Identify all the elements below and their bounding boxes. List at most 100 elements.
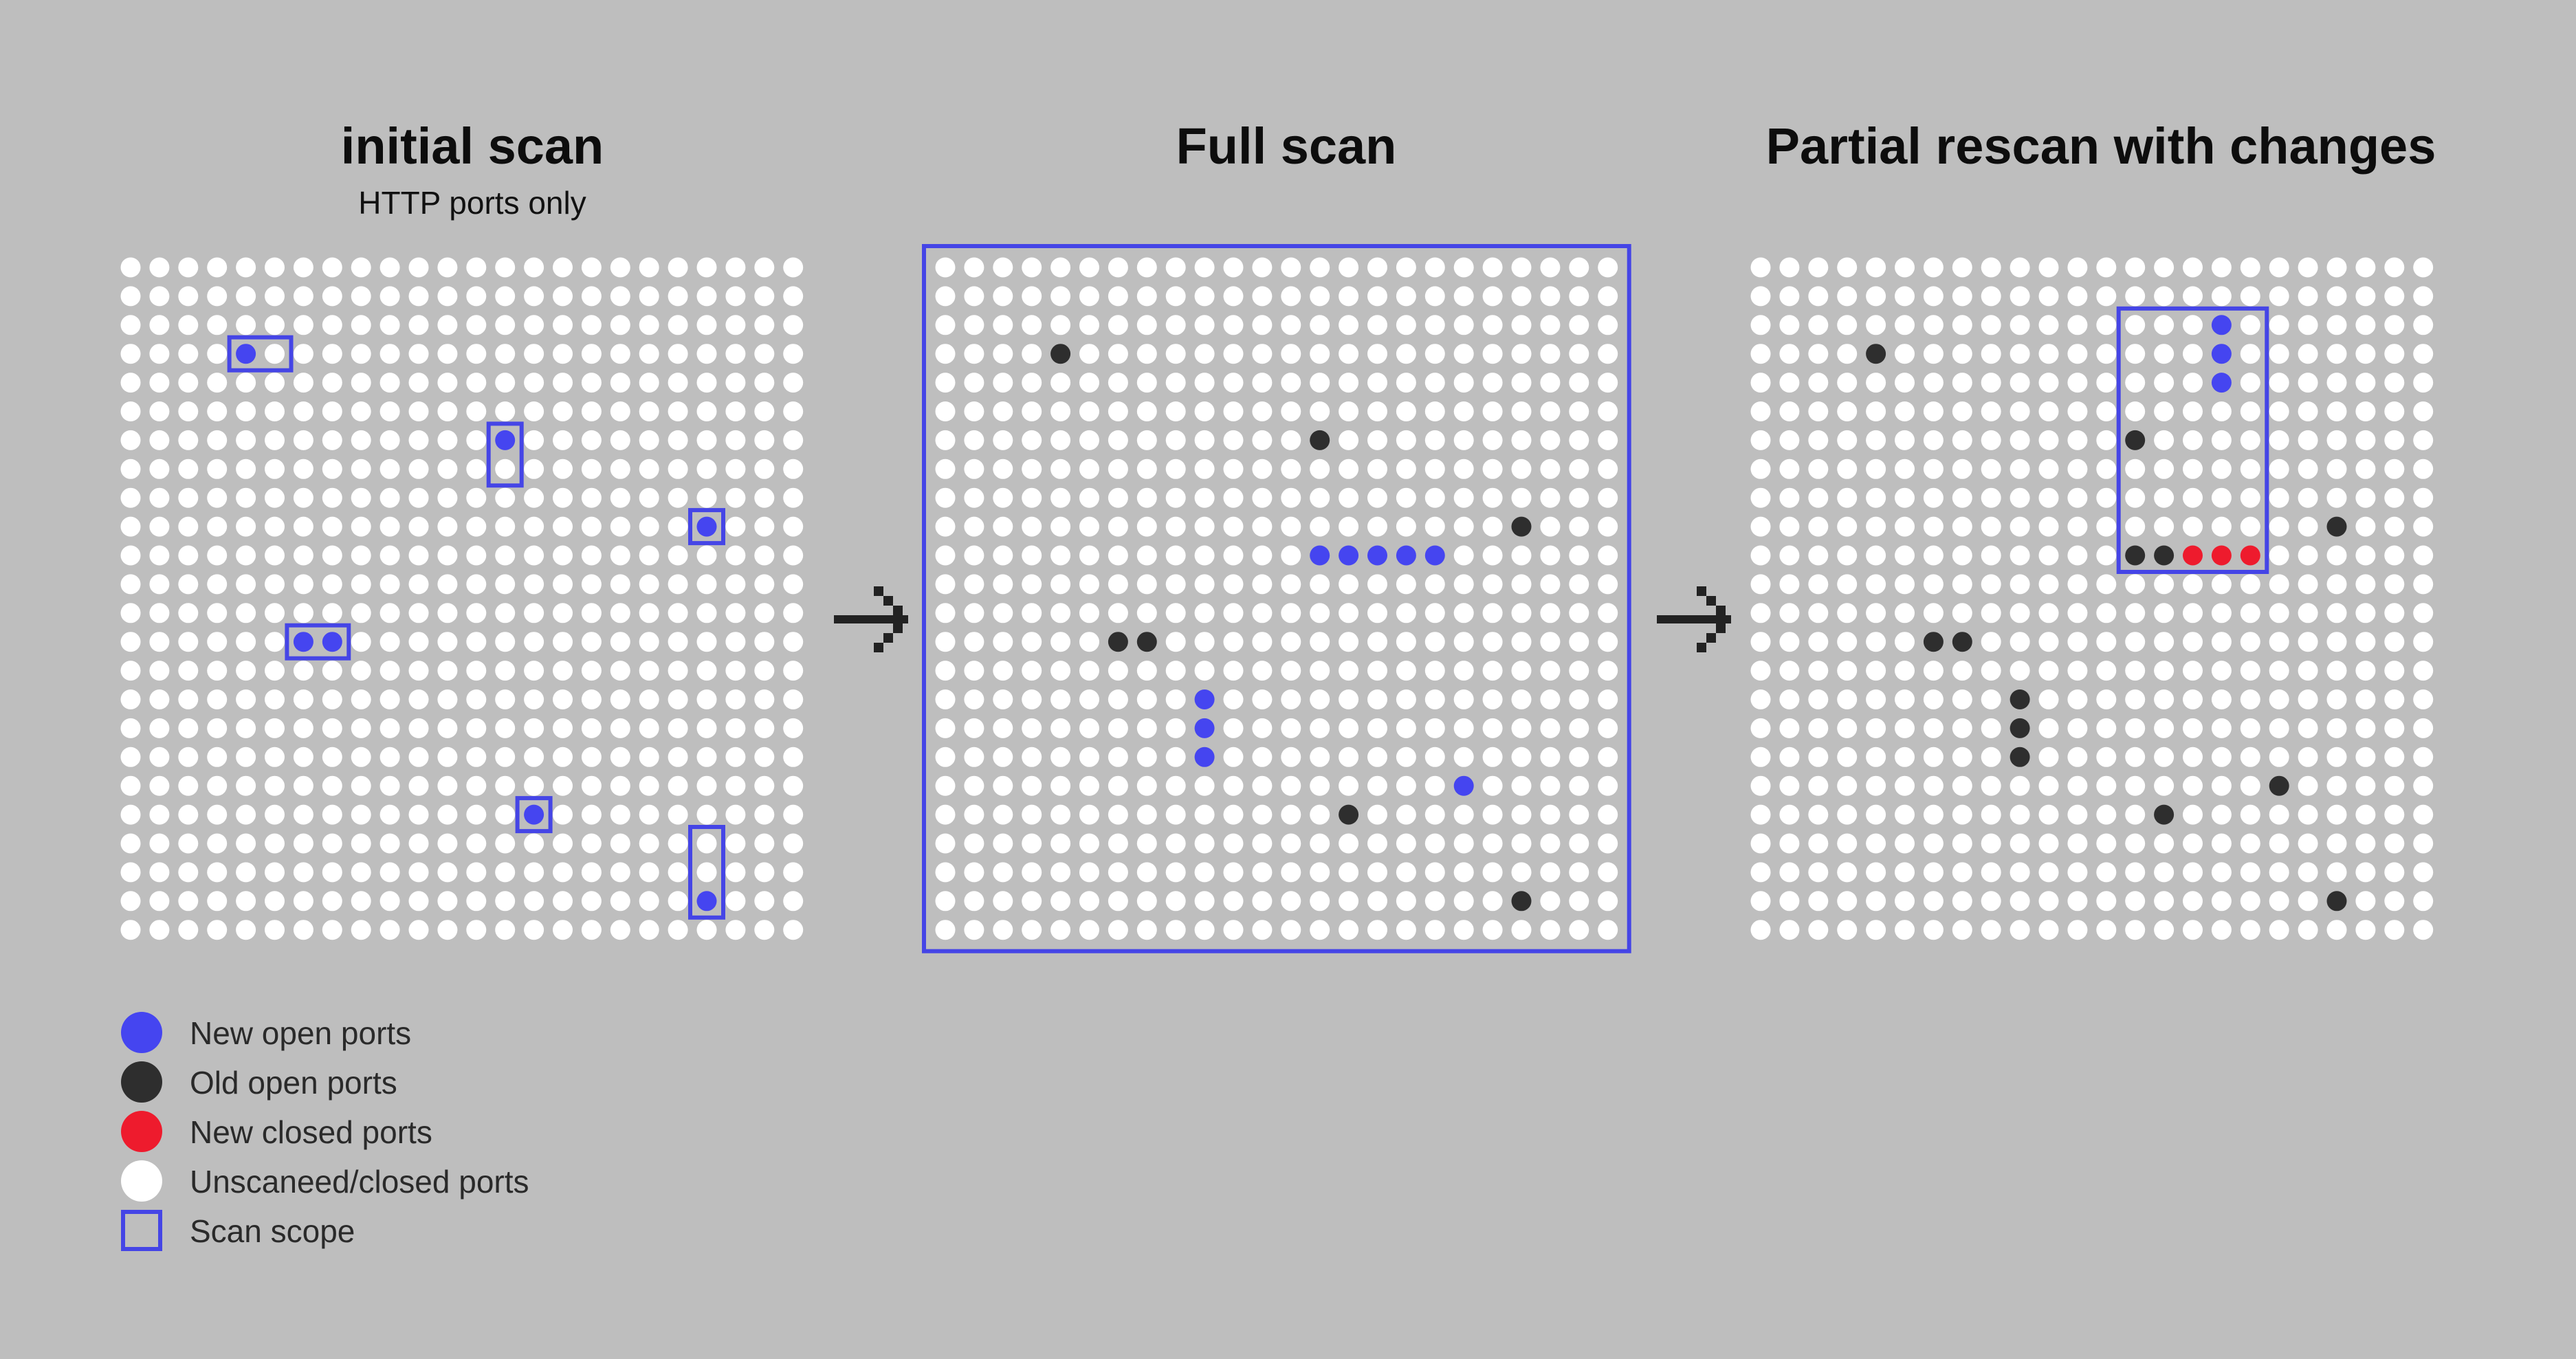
port-dot-unscanned [351,344,371,364]
port-dot-unscanned [1367,401,1387,421]
port-dot-unscanned [524,545,544,566]
port-dot-unscanned [2096,257,2117,278]
port-dot-unscanned [1310,747,1330,767]
port-dot-unscanned [1923,286,1944,307]
port-dot-unscanned [2067,718,2088,738]
port-dot-unscanned [1895,401,1915,421]
port-dot-unscanned [553,862,573,883]
port-dot-unscanned [2298,661,2318,681]
port-dot-unscanned [236,833,256,854]
port-dot-new-open [1424,545,1445,566]
port-dot-unscanned [2183,430,2203,450]
port-dot-unscanned [1540,373,1561,393]
port-dot-old-open [2154,804,2175,825]
port-dot-unscanned [2125,689,2146,709]
port-dot-unscanned [178,430,199,450]
port-dot-unscanned [696,286,717,307]
port-dot-unscanned [1923,661,1944,681]
port-dot-unscanned [993,257,1013,278]
port-dot-unscanned [639,257,659,278]
port-dot-unscanned [2269,286,2289,307]
port-dot-unscanned [1895,632,1915,652]
port-dot-unscanned [1022,574,1042,595]
port-dot-unscanned [610,661,630,681]
port-dot-unscanned [149,344,170,364]
port-dot-unscanned [1396,833,1416,854]
port-dot-unscanned [2154,430,2175,450]
port-dot-unscanned [120,603,141,623]
port-dot-unscanned [639,833,659,854]
port-dot-unscanned [2240,516,2260,537]
port-dot-unscanned [379,516,400,537]
port-dot-unscanned [2269,373,2289,393]
port-dot-unscanned [1424,373,1445,393]
port-dot-unscanned [1540,286,1561,307]
port-dot-unscanned [1050,574,1071,595]
port-dot-unscanned [149,373,170,393]
port-dot-unscanned [610,257,630,278]
port-dot-unscanned [207,373,228,393]
port-dot-unscanned [1050,775,1071,796]
port-dot-unscanned [1022,747,1042,767]
port-dot-unscanned [1281,545,1301,566]
legend-label: Old open ports [190,1065,397,1101]
port-dot-unscanned [964,373,984,393]
port-dot-unscanned [1453,315,1474,335]
port-dot-unscanned [754,487,775,508]
port-dot-unscanned [1952,833,1972,854]
port-dot-unscanned [1808,718,1829,738]
port-dot-unscanned [236,804,256,825]
port-dot-unscanned [1866,862,1886,883]
port-dot-unscanned [1108,315,1128,335]
port-dot-unscanned [1079,373,1099,393]
port-dot-unscanned [1367,574,1387,595]
port-dot-unscanned [524,661,544,681]
port-dot-unscanned [1223,632,1244,652]
port-dot-unscanned [1895,603,1915,623]
port-dot-unscanned [1808,545,1829,566]
port-dot-unscanned [495,458,516,479]
port-dot-old-open [1511,891,1532,911]
port-dot-unscanned [1866,661,1886,681]
port-dot-unscanned [581,458,602,479]
port-dot-new-open [2211,373,2232,393]
port-dot-unscanned [1837,603,1858,623]
port-dot-unscanned [2096,401,2117,421]
port-dot-unscanned [2355,458,2376,479]
port-dot-unscanned [1511,862,1532,883]
port-dot-unscanned [437,257,458,278]
port-dot-unscanned [178,804,199,825]
port-dot-new-closed [2240,545,2260,566]
port-dot-unscanned [2384,344,2405,364]
port-dot-unscanned [379,747,400,767]
port-dot-unscanned [178,661,199,681]
port-dot-unscanned [207,632,228,652]
port-dot-unscanned [1511,689,1532,709]
panel-title-partial-rescan: Partial rescan with changes [1765,118,2436,175]
port-dot-unscanned [1598,747,1618,767]
port-dot-unscanned [2240,286,2260,307]
port-dot-unscanned [379,344,400,364]
port-dot-unscanned [1079,747,1099,767]
port-dot-unscanned [1281,920,1301,940]
port-dot-unscanned [2269,891,2289,911]
port-dot-unscanned [1136,747,1157,767]
scan-scope-box [922,244,1631,953]
port-dot-unscanned [2038,833,2059,854]
port-dot-new-open [236,344,256,364]
port-dot-unscanned [2413,574,2434,595]
port-dot-unscanned [1779,458,1800,479]
port-dot-unscanned [1136,458,1157,479]
port-dot-unscanned [2154,718,2175,738]
port-dot-unscanned [783,401,804,421]
port-dot-unscanned [2413,487,2434,508]
port-dot-unscanned [379,632,400,652]
port-dot-unscanned [1050,401,1071,421]
port-dot-unscanned [1511,430,1532,450]
port-dot-unscanned [1165,430,1186,450]
port-dot-unscanned [725,344,746,364]
port-dot-unscanned [2096,775,2117,796]
arrow-icon [1657,586,1731,652]
port-dot-unscanned [2096,516,2117,537]
port-dot-unscanned [1598,458,1618,479]
